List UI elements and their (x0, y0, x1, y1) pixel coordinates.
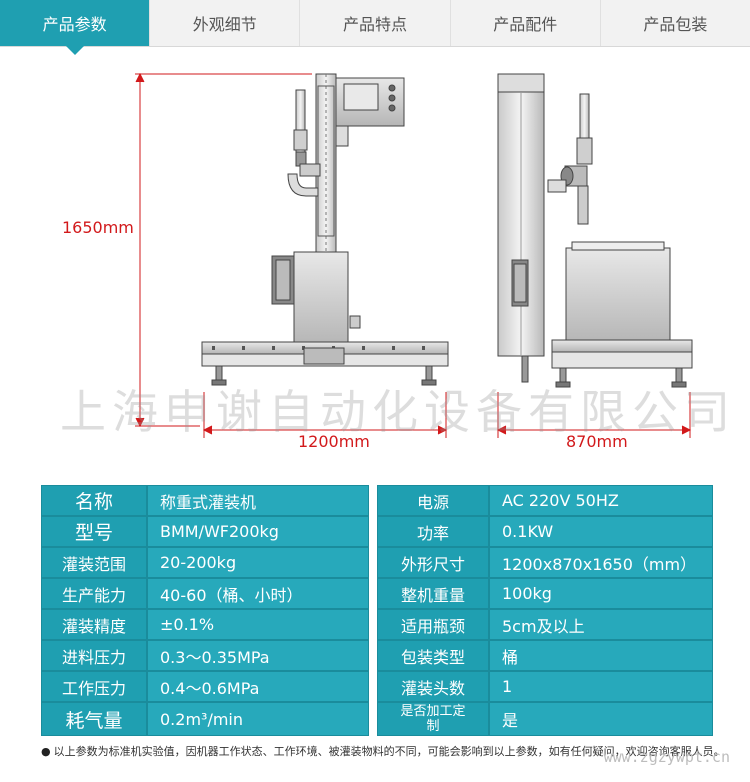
spec-value: 100kg (489, 578, 713, 609)
front-view (201, 73, 449, 386)
spec-gap (369, 485, 377, 516)
tab-label: 产品包装 (643, 15, 708, 34)
spec-label: 包装类型 (377, 640, 489, 671)
footnote-text: 以上参数为标准机实验值，因机器工作状态、工作环境、被灌装物料的不同，可能会影响到… (53, 745, 725, 758)
tab-label: 产品参数 (42, 15, 107, 34)
spec-row: 工作压力 0.4～0.6MPa 灌装头数 1 (41, 671, 713, 702)
tab-appearance-details[interactable]: 外观细节 (150, 0, 301, 46)
dimension-lines (135, 72, 692, 438)
spec-row: 型号 BMM/WF200kg 功率 0.1KW (41, 516, 713, 547)
spec-value: 20-200kg (147, 547, 369, 578)
tab-product-packaging[interactable]: 产品包装 (601, 0, 750, 46)
spec-label: 灌装精度 (41, 609, 147, 640)
site-watermark: www.zgzywpt.cn (603, 748, 730, 766)
spec-gap (369, 516, 377, 547)
machine-drawing: 1650mm 1200mm 870mm 上海申谢自动化设备有限公司 (0, 46, 750, 466)
tab-product-parameters[interactable]: 产品参数 (0, 0, 151, 55)
spec-table: 名称 称重式灌装机 电源 AC 220V 50HZ 型号 BMM/WF200kg… (41, 485, 713, 736)
height-dimension-label: 1650mm (62, 218, 134, 237)
spec-label: 功率 (377, 516, 489, 547)
spec-value: 1200x870x1650（mm） (489, 547, 713, 578)
tab-bar: 产品参数 外观细节 产品特点 产品配件 产品包装 (0, 0, 750, 55)
bullet-icon: ● (41, 745, 51, 758)
spec-value: 是 (489, 702, 713, 736)
spec-label: 工作压力 (41, 671, 147, 702)
spec-gap (369, 702, 377, 736)
spec-value: 40-60（桶、小时） (147, 578, 369, 609)
width-dimension-label: 1200mm (298, 432, 370, 451)
spec-value: ±0.1% (147, 609, 369, 640)
spec-value: 0.4～0.6MPa (147, 671, 369, 702)
spec-label: 灌装头数 (377, 671, 489, 702)
spec-label: 耗气量 (41, 702, 147, 736)
spec-label: 名称 (41, 485, 147, 516)
footnote: ●以上参数为标准机实验值，因机器工作状态、工作环境、被灌装物料的不同，可能会影响… (41, 745, 731, 758)
spec-label: 进料压力 (41, 640, 147, 671)
spec-label: 整机重量 (377, 578, 489, 609)
spec-gap (369, 547, 377, 578)
spec-row: 灌装精度 ±0.1% 适用瓶颈 5cm及以上 (41, 609, 713, 640)
spec-label: 生产能力 (41, 578, 147, 609)
spec-label: 灌装范围 (41, 547, 147, 578)
tab-label: 产品配件 (493, 15, 558, 34)
spec-label: 是否加工定制 (377, 702, 489, 736)
spec-row: 耗气量 0.2m³/min 是否加工定制 是 (41, 702, 713, 736)
spec-value: 0.1KW (489, 516, 713, 547)
depth-dimension-label: 870mm (566, 432, 628, 451)
spec-label: 型号 (41, 516, 147, 547)
spec-value: 5cm及以上 (489, 609, 713, 640)
spec-value: 桶 (489, 640, 713, 671)
spec-row: 生产能力 40-60（桶、小时） 整机重量 100kg (41, 578, 713, 609)
spec-label: 电源 (377, 485, 489, 516)
spec-row: 进料压力 0.3～0.35MPa 包装类型 桶 (41, 640, 713, 671)
spec-value: 0.3～0.35MPa (147, 640, 369, 671)
spec-row: 名称 称重式灌装机 电源 AC 220V 50HZ (41, 485, 713, 516)
spec-label: 适用瓶颈 (377, 609, 489, 640)
tab-label: 外观细节 (192, 15, 257, 34)
machine-drawing-svg (135, 72, 693, 438)
spec-label: 外形尺寸 (377, 547, 489, 578)
spec-gap (369, 671, 377, 702)
tab-product-features[interactable]: 产品特点 (300, 0, 451, 46)
spec-value: 称重式灌装机 (147, 485, 369, 516)
spec-gap (369, 609, 377, 640)
spec-value: 0.2m³/min (147, 702, 369, 736)
spec-value: AC 220V 50HZ (489, 485, 713, 516)
spec-value: BMM/WF200kg (147, 516, 369, 547)
spec-row: 灌装范围 20-200kg 外形尺寸 1200x870x1650（mm） (41, 547, 713, 578)
spec-gap (369, 640, 377, 671)
spec-value: 1 (489, 671, 713, 702)
side-view (497, 73, 693, 388)
spec-gap (369, 578, 377, 609)
tab-label: 产品特点 (343, 15, 408, 34)
company-watermark: 上海申谢自动化设备有限公司 (60, 385, 736, 439)
tab-product-accessories[interactable]: 产品配件 (451, 0, 601, 46)
